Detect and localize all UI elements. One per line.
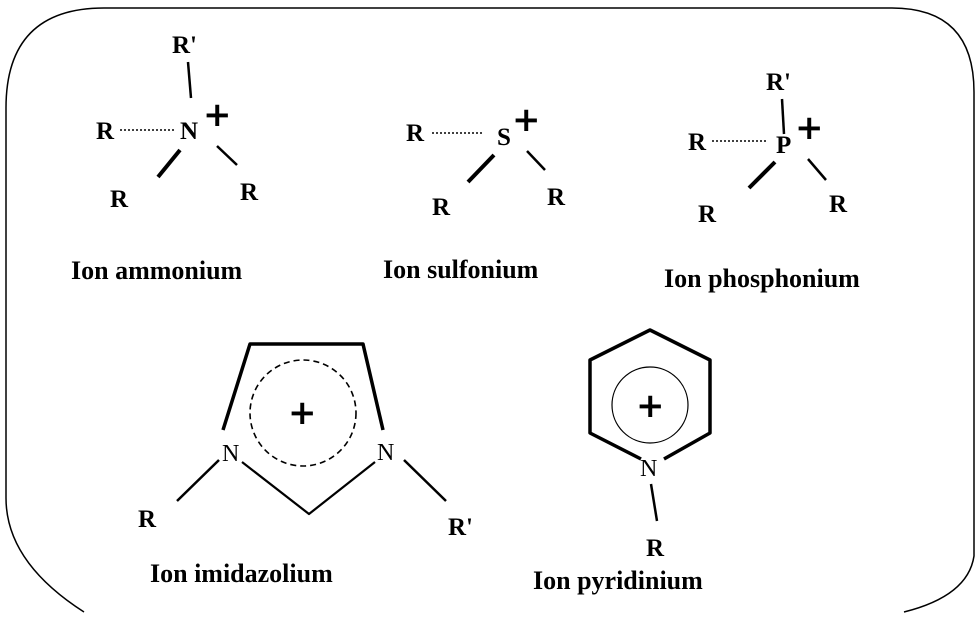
phosphonium-structure: R' R P + R R Ion phosphonium xyxy=(664,69,860,293)
sulfonium-right-bond xyxy=(526,150,546,171)
imidazolium-n-left: N xyxy=(222,441,239,467)
pyridinium-caption: Ion pyridinium xyxy=(533,566,703,595)
ammonium-structure: R' R N + R R Ion ammonium xyxy=(71,32,259,285)
imidazolium-sub-left: R xyxy=(138,506,157,533)
sulfonium-structure: R S + R R Ion sulfonium xyxy=(383,100,566,284)
ammonium-top-substituent: R' xyxy=(172,32,197,59)
pyridinium-structure: + N R Ion pyridinium xyxy=(533,328,712,595)
sulfonium-bottom-left-substituent: R xyxy=(432,194,451,221)
phosphonium-wedge-bond xyxy=(747,160,777,190)
sulfonium-wedge-bond xyxy=(466,153,496,184)
pyridinium-substituent-bond xyxy=(649,483,659,522)
ammonium-bottom-right-substituent: R xyxy=(240,179,259,206)
phosphonium-charge: + xyxy=(795,108,824,148)
pyridinium-delocalized-circle xyxy=(611,366,689,444)
sulfonium-left-substituent: R xyxy=(406,120,425,147)
phosphonium-top-substituent: R' xyxy=(766,69,791,96)
pyridinium-n: N xyxy=(640,456,657,482)
imidazolium-left-substituent-bond xyxy=(176,459,220,502)
ammonium-left-substituent: R xyxy=(96,118,115,145)
imidazolium-caption: Ion imidazolium xyxy=(150,559,333,588)
imidazolium-right-substituent-bond xyxy=(403,459,447,502)
phosphonium-center-atom: P xyxy=(776,132,791,159)
pyridinium-ring xyxy=(588,328,712,461)
sulfonium-charge: + xyxy=(512,100,541,140)
phosphonium-bottom-right-substituent: R xyxy=(829,191,848,218)
ammonium-wedge-bond xyxy=(156,148,182,179)
ammonium-charge: + xyxy=(203,95,232,135)
pyridinium-sub: R xyxy=(646,535,665,562)
imidazolium-charge: + xyxy=(288,393,317,433)
phosphonium-left-substituent: R xyxy=(688,129,707,156)
ammonium-right-bond xyxy=(216,145,238,166)
sulfonium-center-atom: S xyxy=(497,124,511,151)
imidazolium-n-right: N xyxy=(377,440,394,466)
imidazolium-delocalized-circle xyxy=(249,359,357,467)
phosphonium-bottom-left-substituent: R xyxy=(698,201,717,228)
phosphonium-right-bond xyxy=(807,158,827,181)
imidazolium-ring-upper xyxy=(221,342,385,431)
sulfonium-bottom-right-substituent: R xyxy=(547,184,566,211)
phosphonium-top-bond xyxy=(780,98,786,135)
frame-border xyxy=(5,7,975,613)
ammonium-bottom-left-substituent: R xyxy=(110,186,129,213)
imidazolium-sub-right: R' xyxy=(448,514,473,541)
imidazolium-ring-lower xyxy=(241,461,376,516)
sulfonium-caption: Ion sulfonium xyxy=(383,255,539,284)
pyridinium-charge: + xyxy=(636,386,665,426)
ammonium-center-atom: N xyxy=(180,118,198,145)
ammonium-caption: Ion ammonium xyxy=(71,256,243,285)
imidazolium-structure: + N N R R' Ion imidazolium xyxy=(138,342,473,588)
phosphonium-caption: Ion phosphonium xyxy=(664,264,860,293)
ammonium-top-bond xyxy=(186,61,193,99)
